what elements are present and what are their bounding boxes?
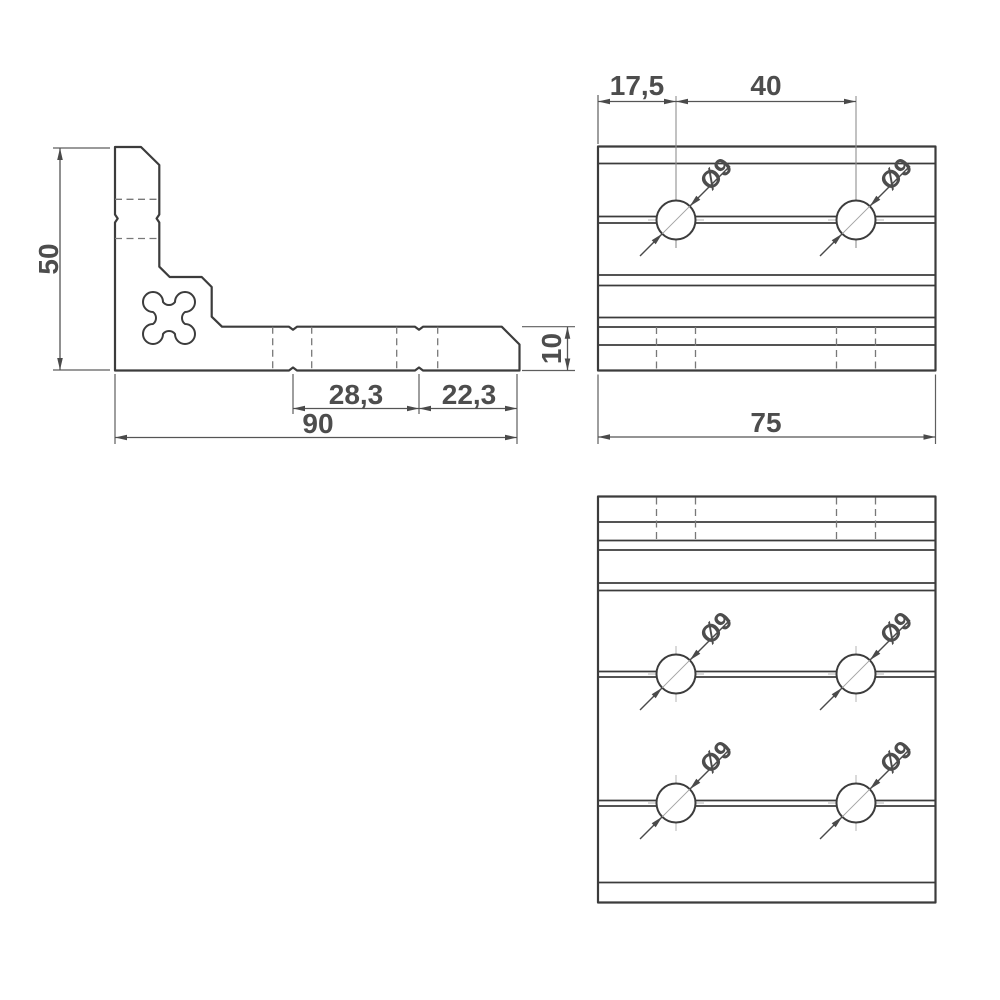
top-view-slot-groove <box>598 215 936 224</box>
dim-label-width: 75 <box>750 407 781 438</box>
dim-label-edge-offset: 17,5 <box>610 70 665 101</box>
bottom-view-outline <box>596 495 937 904</box>
dim-label-slot-to-end: 22,3 <box>442 379 497 410</box>
side-view-outline <box>113 145 521 372</box>
top-view-edge-lines <box>598 162 936 346</box>
bottom-view-edge-lines <box>598 521 936 884</box>
bottom-view-hidden-lines <box>655 497 877 541</box>
dim-thickness-10: 10 <box>522 326 575 372</box>
top-view: Ø9 Ø9 17,5 40 <box>596 70 937 444</box>
dim-slot-pitch-28-3: 28,3 <box>292 374 420 414</box>
dim-width-75: 75 <box>597 374 937 444</box>
top-view-hidden-lines <box>655 327 877 371</box>
dim-slot-to-end-22-3: 22,3 <box>419 374 518 444</box>
side-view-hidden-lines <box>115 198 439 371</box>
center-bore-clover-cutout <box>142 291 196 345</box>
side-view: 50 10 28,3 22,3 <box>33 145 575 444</box>
top-view-outline <box>596 145 937 372</box>
dim-label-thickness: 10 <box>536 333 567 364</box>
dim-label-length: 90 <box>302 408 333 439</box>
dim-length-90: 90 <box>114 374 517 444</box>
bottom-view-slot-grooves <box>598 670 936 807</box>
dim-height-50: 50 <box>33 147 110 371</box>
dim-label-hole-pitch: 40 <box>750 70 781 101</box>
dim-label-height: 50 <box>33 243 64 274</box>
dim-hole-pitch-40: 40 <box>676 70 856 105</box>
dim-edge-offset-17-5: 17,5 <box>597 70 676 144</box>
bottom-view: Ø9 Ø9 Ø9 Ø9 <box>596 495 937 904</box>
dim-label-slot-pitch: 28,3 <box>329 379 384 410</box>
